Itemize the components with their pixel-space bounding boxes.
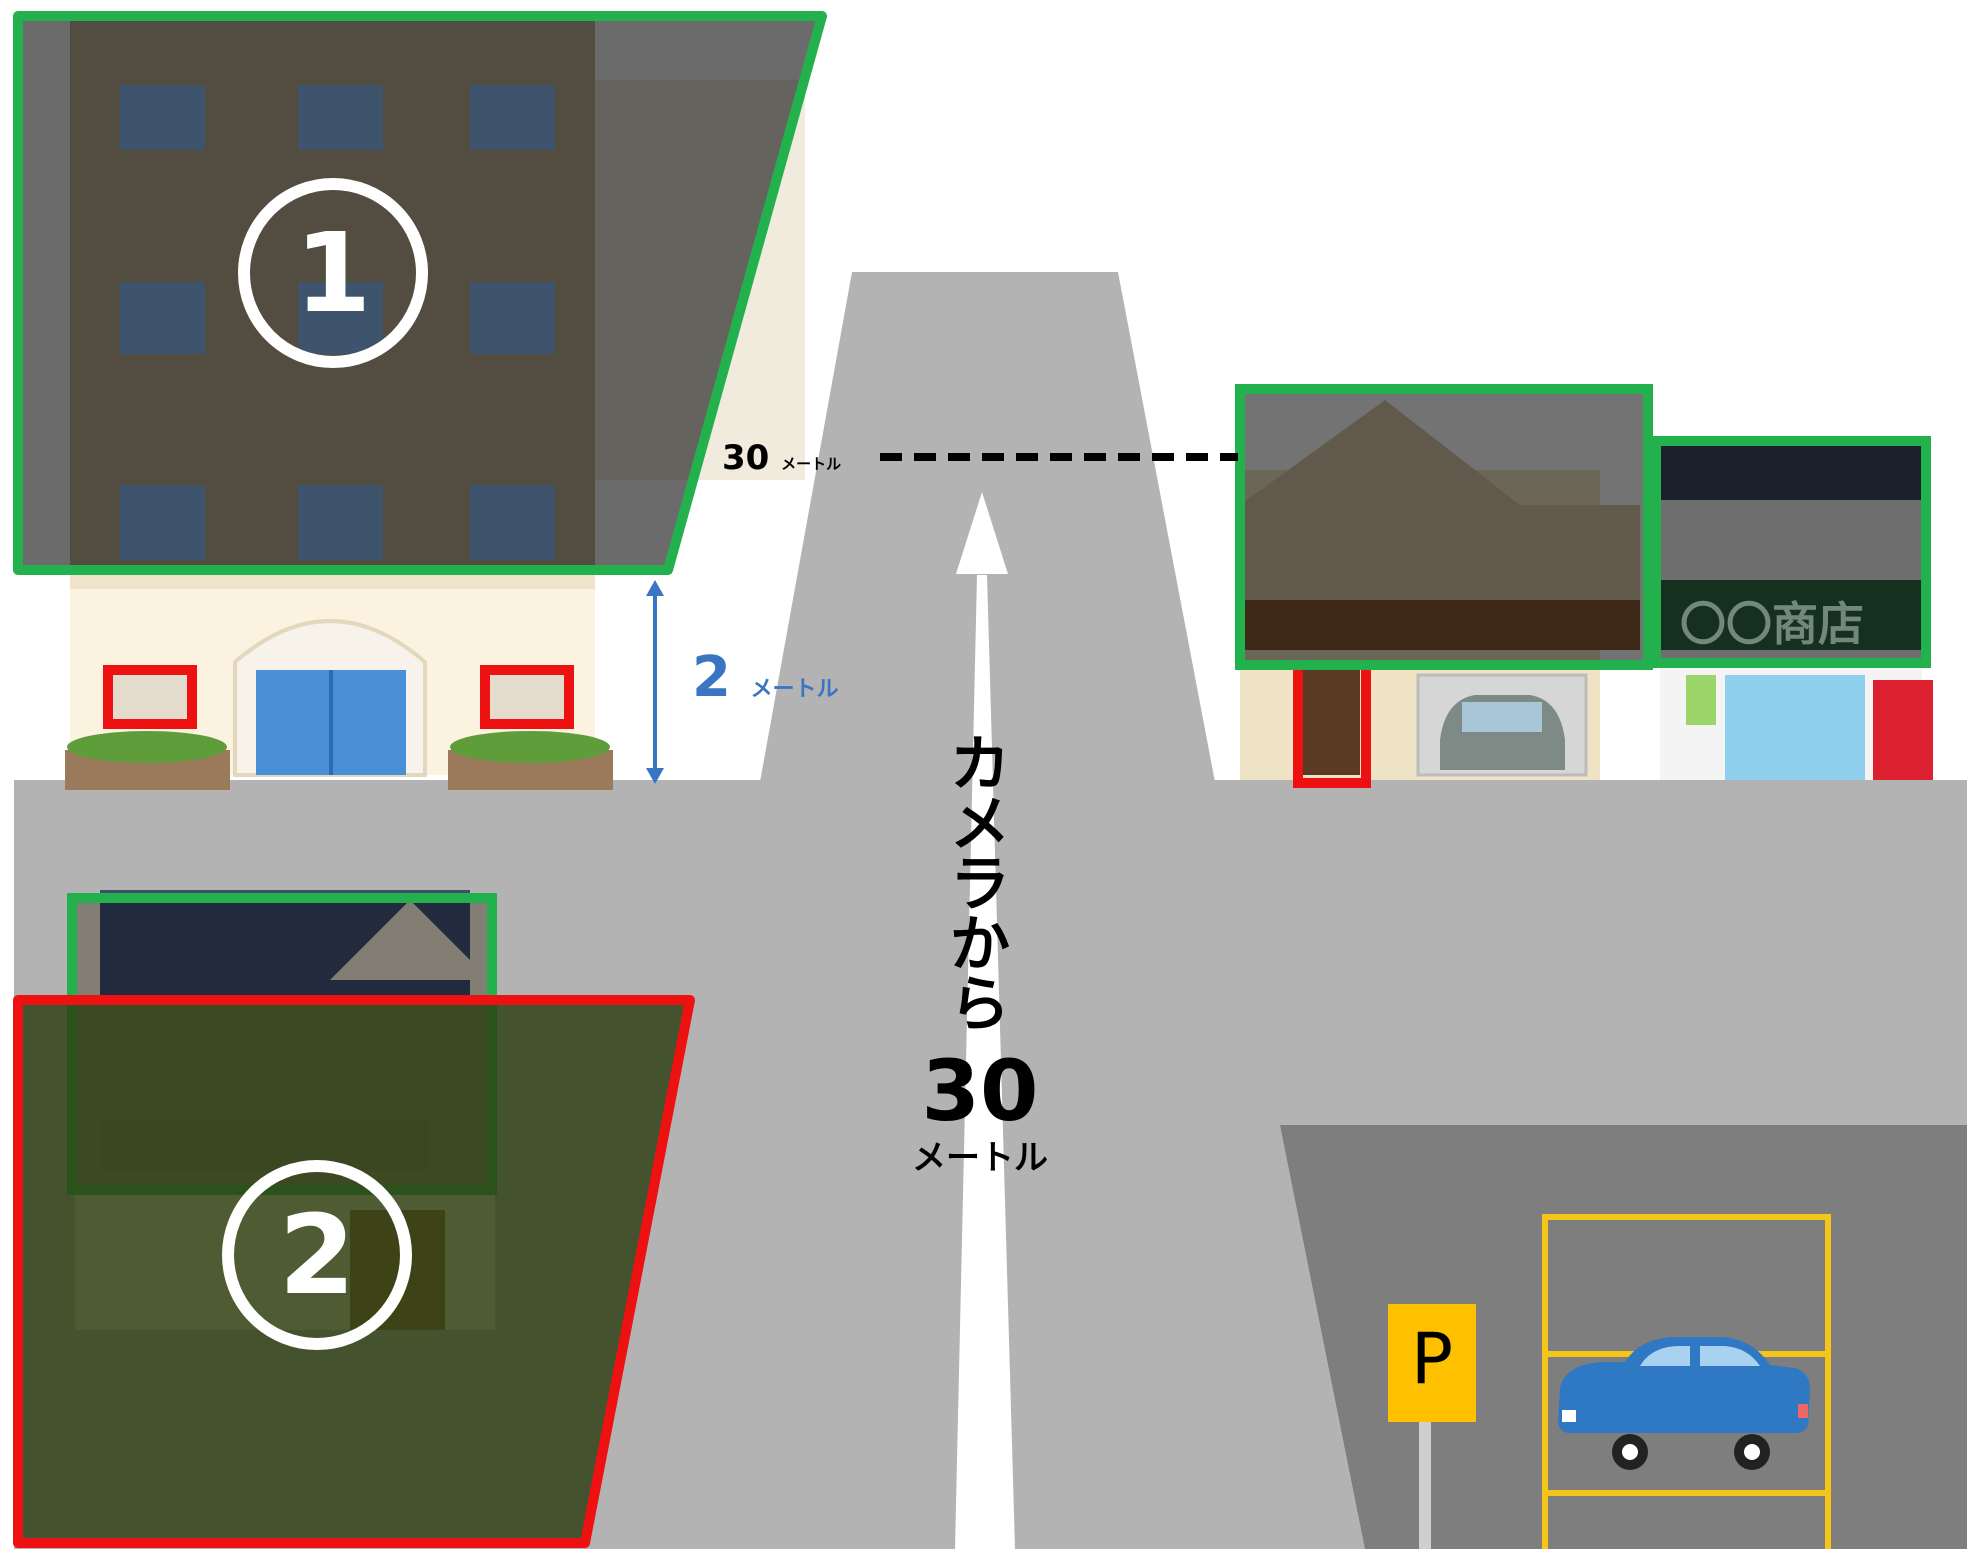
zone-1-windows	[120, 85, 555, 560]
zone-1-number: 1	[238, 178, 428, 368]
red-box-window-left	[103, 665, 197, 729]
zone-shop	[1651, 436, 1931, 668]
parking-sign-letter: P	[1410, 1318, 1454, 1400]
parking-lot	[1280, 1125, 1967, 1549]
height-label: 2 メートル	[692, 645, 839, 710]
direction-arrow	[956, 492, 1008, 574]
garage-car	[1440, 695, 1565, 770]
road-distance-text: カ メ ラ か ら 30 メートル	[912, 730, 1048, 1178]
red-box-window-right	[480, 665, 574, 729]
height-marker	[646, 580, 664, 784]
distance-label-small: 30 メートル	[722, 438, 842, 478]
zone-2-number: 2	[222, 1160, 412, 1350]
zone-house-right	[1235, 384, 1653, 670]
parked-car	[1558, 1337, 1810, 1470]
center-line	[955, 575, 1015, 1549]
shop-sign: 〇〇商店	[1680, 597, 1864, 651]
parking-sign	[1388, 1304, 1476, 1549]
